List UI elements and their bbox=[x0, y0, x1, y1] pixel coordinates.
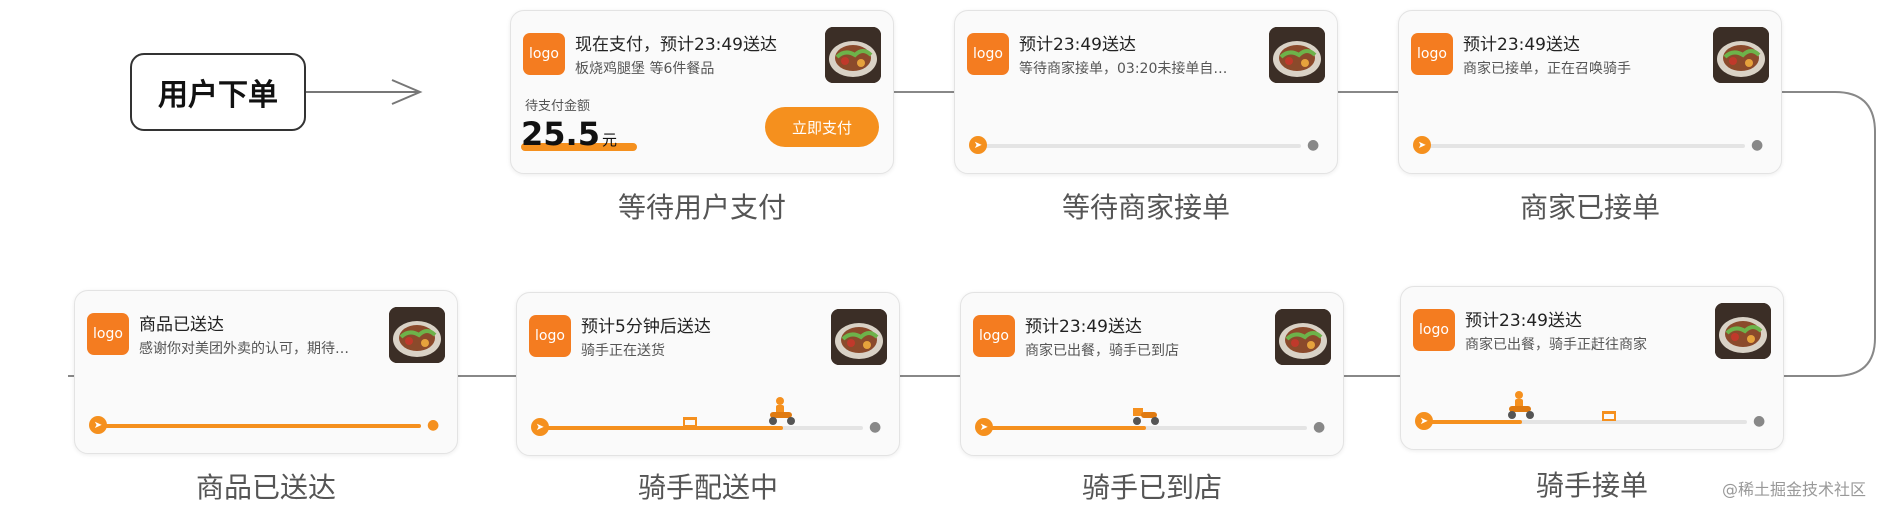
progress-fill bbox=[99, 424, 421, 428]
card-subtitle: 商家已接单，正在召唤骑手 bbox=[1463, 61, 1631, 77]
card-delivering[interactable]: logo 预计5分钟后送达 骑手正在送货 ➤ ● bbox=[516, 292, 900, 456]
card-merchant-accepted[interactable]: logo 预计23:49送达 商家已接单，正在召唤骑手 ➤ ● bbox=[1398, 10, 1782, 174]
progress-track: ➤ ● bbox=[89, 416, 439, 434]
card-delivered[interactable]: logo 商品已送达 感谢你对美团外卖的认可，期待… ➤ ● bbox=[74, 290, 458, 454]
destination-pin-icon: ● bbox=[427, 417, 440, 433]
stage-label-delivering: 骑手配送中 bbox=[637, 471, 778, 504]
food-thumbnail-icon bbox=[1713, 27, 1769, 83]
food-thumbnail-icon bbox=[1715, 303, 1771, 359]
card-rider-at-store[interactable]: logo 预计23:49送达 商家已出餐，骑手已到店 ➤ ● bbox=[960, 292, 1344, 456]
start-label: 用户下单 bbox=[158, 78, 278, 113]
card-await-pay[interactable]: logo 现在支付，预计23:49送达 板烧鸡腿堡 等6件餐品 待支付金额 25… bbox=[510, 10, 894, 174]
food-thumbnail-icon bbox=[1269, 27, 1325, 83]
card-title: 预计5分钟后送达 bbox=[581, 317, 711, 337]
payment-amount: 25.5 bbox=[521, 115, 600, 153]
progress-fill bbox=[1425, 420, 1522, 424]
card-title: 现在支付，预计23:49送达 bbox=[575, 35, 777, 55]
card-subtitle: 板烧鸡腿堡 等6件餐品 bbox=[575, 61, 715, 77]
origin-pin-icon: ➤ bbox=[975, 418, 993, 436]
destination-pin-icon: ● bbox=[1751, 137, 1764, 153]
progress-track: ➤ ● bbox=[1413, 136, 1763, 154]
card-title: 预计23:49送达 bbox=[1025, 317, 1142, 337]
destination-pin-icon: ● bbox=[1313, 419, 1326, 435]
food-thumbnail-icon bbox=[389, 307, 445, 363]
progress-fill bbox=[985, 426, 1146, 430]
store-icon bbox=[682, 417, 697, 427]
card-subtitle: 商家已出餐，骑手正赶往商家 bbox=[1465, 337, 1647, 353]
card-title: 预计23:49送达 bbox=[1463, 35, 1580, 55]
origin-pin-icon: ➤ bbox=[89, 416, 107, 434]
stage-label-rider-at-store: 骑手已到店 bbox=[1081, 471, 1222, 504]
destination-pin-icon: ● bbox=[1753, 413, 1766, 429]
stage-label-await-merchant: 等待商家接单 bbox=[1061, 191, 1230, 224]
payment-unit: 元 bbox=[601, 131, 617, 149]
food-thumbnail-icon bbox=[831, 309, 887, 365]
progress-track: ➤ ● bbox=[975, 408, 1325, 436]
stage-label-rider-accepted: 骑手接单 bbox=[1535, 469, 1648, 502]
card-subtitle: 等待商家接单，03:20未接单自… bbox=[1019, 61, 1228, 77]
pay-now-button[interactable]: 立即支付 bbox=[765, 107, 879, 147]
card-subtitle: 骑手正在送货 bbox=[581, 343, 665, 359]
stage-label-await-pay: 等待用户支付 bbox=[617, 191, 786, 224]
card-subtitle: 商家已出餐，骑手已到店 bbox=[1025, 343, 1179, 359]
progress-track: ➤ ● bbox=[1415, 391, 1765, 430]
rider-scooter-icon bbox=[1507, 391, 1534, 419]
progress-fill bbox=[541, 426, 783, 430]
food-thumbnail-icon bbox=[825, 27, 881, 83]
stage-label-delivered: 商品已送达 bbox=[195, 471, 336, 504]
connector-uturn bbox=[1782, 91, 1876, 377]
card-title: 预计23:49送达 bbox=[1019, 35, 1136, 55]
logo-icon: logo bbox=[529, 315, 571, 357]
store-icon bbox=[1602, 411, 1617, 421]
card-title: 商品已送达 bbox=[139, 315, 224, 335]
logo-icon: logo bbox=[973, 315, 1015, 357]
food-thumbnail-icon bbox=[1275, 309, 1331, 365]
rider-scooter-icon bbox=[768, 397, 795, 425]
logo-icon: logo bbox=[87, 313, 129, 355]
logo-icon: logo bbox=[1411, 33, 1453, 75]
card-await-merchant[interactable]: logo 预计23:49送达 等待商家接单，03:20未接单自… ➤ ● bbox=[954, 10, 1338, 174]
logo-icon: logo bbox=[523, 33, 565, 75]
watermark: @稀土掘金技术社区 bbox=[1721, 480, 1866, 499]
logo-icon: logo bbox=[967, 33, 1009, 75]
logo-icon: logo bbox=[1413, 309, 1455, 351]
destination-pin-icon: ● bbox=[1307, 137, 1320, 153]
origin-pin-icon: ➤ bbox=[1415, 412, 1433, 430]
origin-pin-icon: ➤ bbox=[969, 136, 987, 154]
payment-label: 待支付金额 bbox=[525, 99, 591, 114]
progress-track: ➤ ● bbox=[531, 397, 881, 436]
card-rider-accepted[interactable]: logo 预计23:49送达 商家已出餐，骑手正赶往商家 ➤ ● bbox=[1400, 286, 1784, 450]
stage-label-merchant-accepted: 商家已接单 bbox=[1519, 191, 1660, 224]
amount-highlight bbox=[521, 143, 637, 151]
arrow-head bbox=[391, 79, 423, 105]
origin-pin-icon: ➤ bbox=[1413, 136, 1431, 154]
card-title: 预计23:49送达 bbox=[1465, 311, 1582, 331]
progress-track: ➤ ● bbox=[969, 136, 1319, 154]
start-node: 用户下单 bbox=[130, 53, 306, 131]
card-subtitle: 感谢你对美团外卖的认可，期待… bbox=[139, 341, 349, 357]
destination-pin-icon: ● bbox=[869, 419, 882, 435]
rider-scooter-icon bbox=[1133, 408, 1159, 425]
origin-pin-icon: ➤ bbox=[531, 418, 549, 436]
